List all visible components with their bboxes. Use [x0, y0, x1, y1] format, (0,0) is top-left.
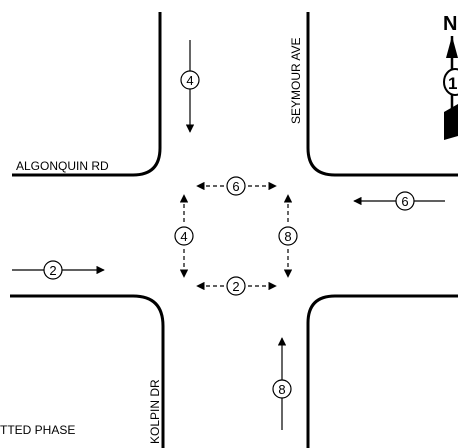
nb-phase-circle [272, 379, 292, 399]
eb-phase-circle [43, 260, 63, 280]
ped-south-phase-circle [226, 276, 246, 296]
curb-northeast [306, 12, 458, 177]
ped-east-phase-label: 8 [284, 229, 291, 244]
ped-south-phase-label: 2 [232, 279, 239, 294]
ped-crossing-south: 2 [196, 276, 277, 296]
wb-phase-label: 6 [401, 194, 408, 209]
ped-north-phase-label: 6 [232, 179, 239, 194]
ped-north-phase-circle [226, 176, 246, 196]
wb-through-movement: 6 [353, 191, 445, 211]
north-arrow-feathers-icon [444, 104, 458, 140]
ped-west-phase-circle [174, 226, 194, 246]
curb-southwest [10, 294, 165, 448]
sb-through-movement: 4 [180, 40, 200, 133]
route-shield-icon [443, 68, 458, 96]
route-shield-number: 1 [448, 74, 457, 93]
sb-phase-label: 4 [186, 73, 193, 88]
ped-crossing-east: 8 [278, 194, 298, 278]
street-label-kolpin: KOLPIN DR [148, 379, 162, 444]
curb-northwest [12, 12, 162, 177]
wb-phase-circle [395, 191, 415, 211]
north-arrow: N 1 [443, 13, 458, 140]
nb-phase-label: 8 [278, 382, 285, 397]
ped-crossing-west: 4 [174, 194, 194, 278]
eb-through-movement: 2 [12, 260, 105, 280]
eb-phase-label: 2 [49, 263, 56, 278]
sb-phase-circle [180, 70, 200, 90]
street-label-algonquin: ALGONQUIN RD [16, 159, 109, 173]
ped-west-phase-label: 4 [180, 229, 187, 244]
curb-southeast [306, 294, 458, 448]
legend-text: TTED PHASE [0, 423, 75, 437]
north-arrow-head-icon [446, 36, 458, 58]
ped-east-phase-circle [278, 226, 298, 246]
nb-through-movement: 8 [272, 337, 292, 430]
ped-crossing-north: 6 [196, 176, 277, 196]
street-label-seymour: SEYMOUR AVE [289, 38, 303, 124]
north-arrow-letter: N [443, 13, 457, 35]
